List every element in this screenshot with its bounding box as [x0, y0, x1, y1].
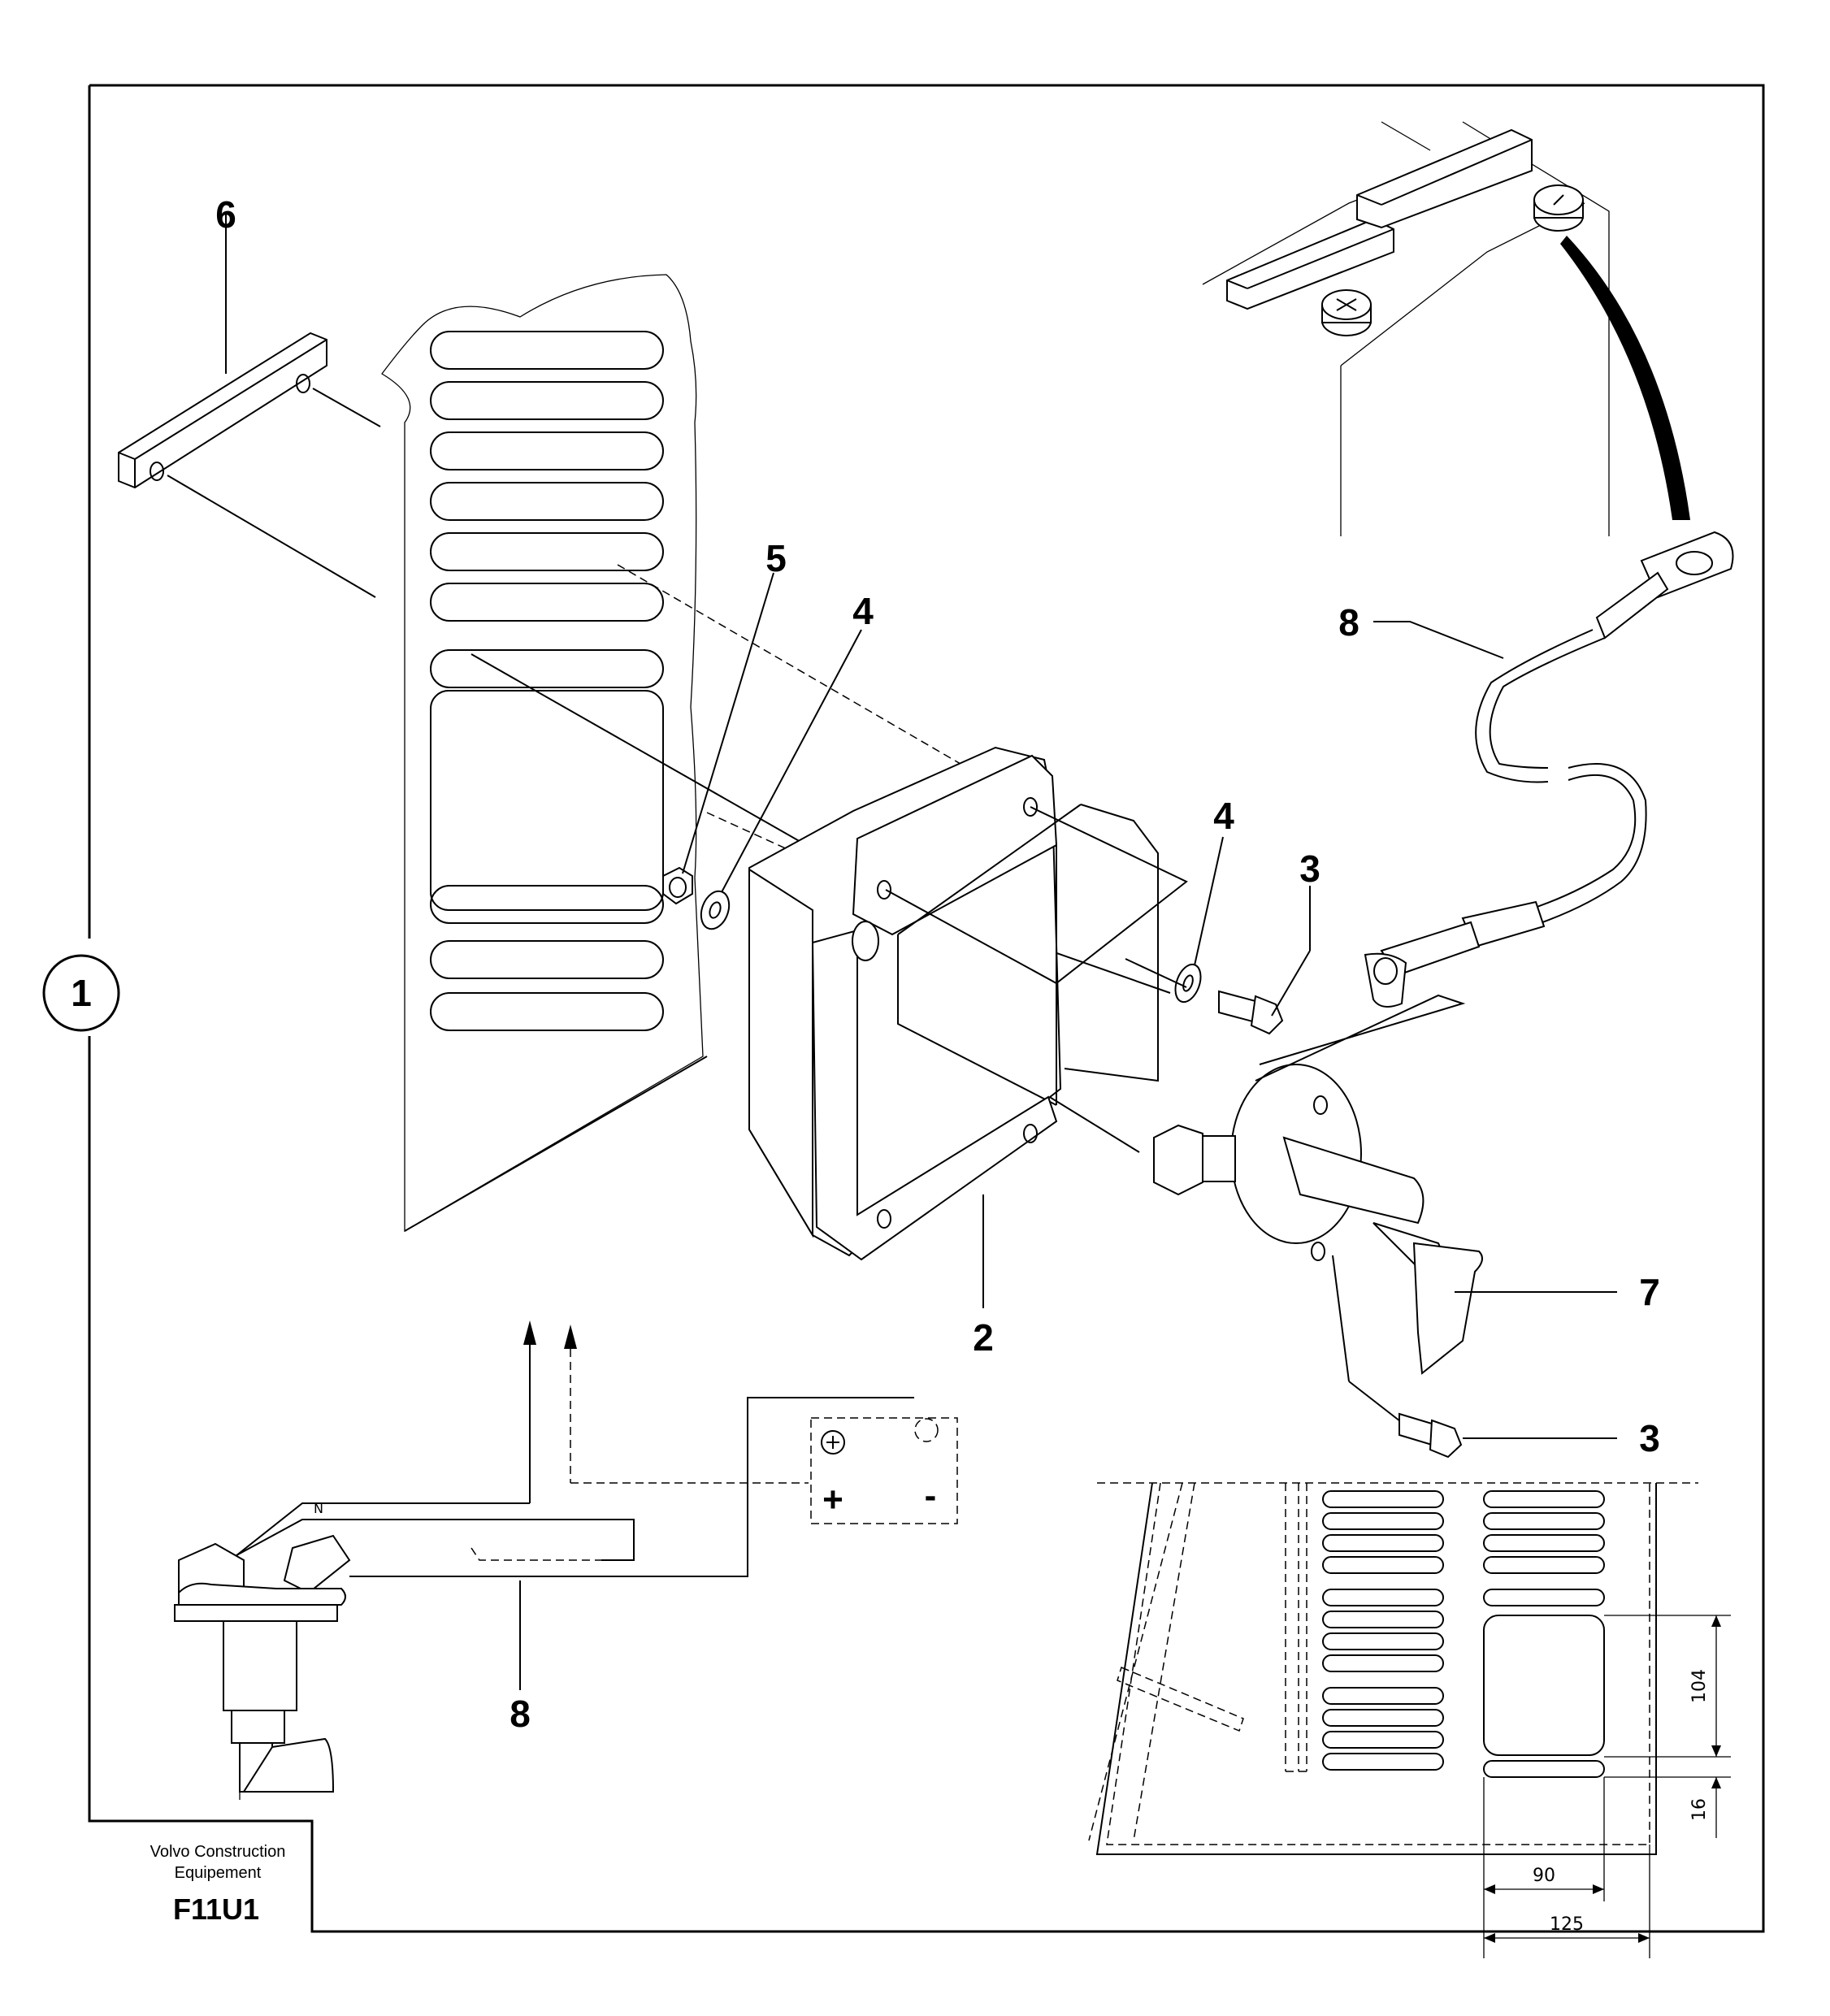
bolt-part3-lower: 3: [1399, 1412, 1660, 1459]
terminal-n-label: N: [314, 1501, 323, 1516]
battery: [1202, 121, 1690, 536]
company-name-line2: Equipement: [175, 1864, 262, 1882]
mounting-outline: [885, 806, 1188, 985]
callout-8-cable: 8: [1338, 601, 1359, 644]
callout-7: 7: [1639, 1271, 1660, 1313]
vented-panel: [381, 274, 708, 1233]
positive-terminal-label: +: [822, 1480, 843, 1520]
company-name: Volvo Construction: [150, 1843, 286, 1861]
bolt-part3-upper: 3: [1218, 848, 1320, 1035]
housing-box-part2: 2: [748, 746, 1159, 1359]
sheet-marker-label: 1: [71, 972, 92, 1014]
vent-slots: [430, 331, 664, 1031]
callout-3-lower: 3: [1639, 1417, 1660, 1459]
callout-6: 6: [215, 193, 236, 236]
dim-104: 104: [1689, 1669, 1710, 1703]
washer-part4-left: 4: [700, 590, 874, 930]
nut-part5: 5: [662, 537, 787, 905]
wiring-schematic: N 8 + -: [174, 1320, 958, 1800]
drawing-frame: [88, 84, 1765, 1933]
cutout-detail: 104 16 90 125: [1088, 1482, 1731, 1958]
callout-4-left: 4: [852, 590, 874, 632]
drawing-code: F11U1: [173, 1892, 259, 1926]
mounting-plate-part6: 6: [118, 193, 381, 598]
callout-5: 5: [765, 537, 787, 579]
washer-part4-right: 4: [1125, 795, 1234, 1004]
battery-cable-part8: 8: [1338, 531, 1734, 1008]
sheet-marker: 1: [42, 954, 120, 1032]
title-block: Volvo Construction Equipement F11U1: [150, 1843, 286, 1926]
callout-4-right: 4: [1213, 795, 1234, 837]
negative-terminal-label: -: [925, 1476, 937, 1515]
callout-3-upper: 3: [1299, 848, 1320, 890]
dim-125: 125: [1550, 1914, 1584, 1935]
callout-8-wiring: 8: [510, 1693, 531, 1735]
battery-switch-part7: 7: [1153, 1064, 1660, 1375]
dim-90: 90: [1533, 1866, 1555, 1886]
callout-2: 2: [973, 1316, 994, 1359]
detail-slots-left: [1322, 1490, 1444, 1771]
detail-slots-right: [1483, 1490, 1605, 1778]
dim-16: 16: [1689, 1798, 1710, 1821]
